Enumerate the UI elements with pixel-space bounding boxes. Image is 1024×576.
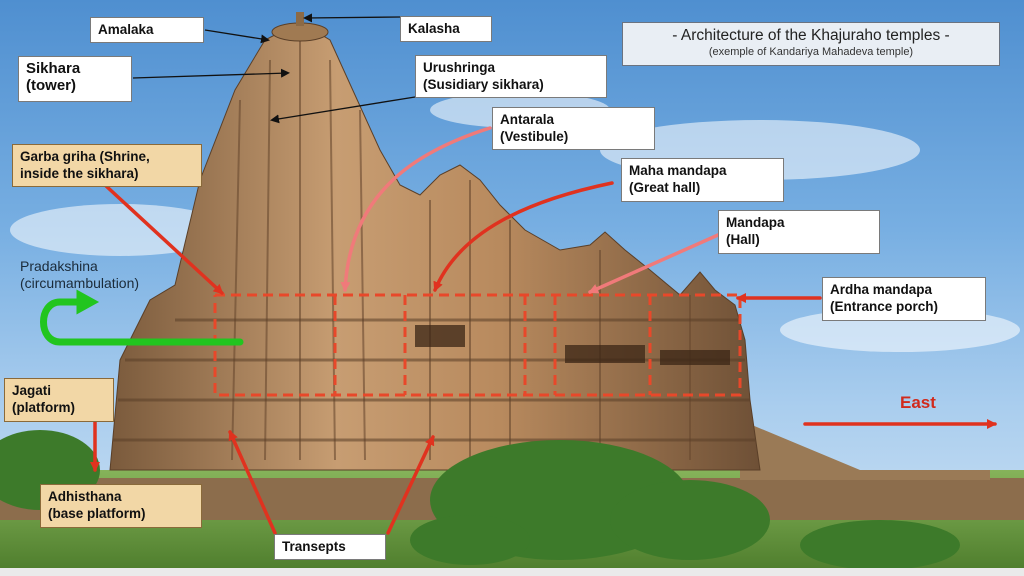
arrow-garba-griha bbox=[103, 183, 224, 295]
label-sikhara-sub: (tower) bbox=[26, 77, 76, 94]
label-ardha-mandapa-sub: (Entrance porch) bbox=[830, 299, 939, 314]
label-urushringa: Urushringa (Susidiary sikhara) bbox=[415, 55, 607, 98]
leader-lines bbox=[132, 13, 416, 124]
arrow-mandapa bbox=[588, 233, 720, 294]
label-amalaka-text: Amalaka bbox=[98, 22, 154, 37]
label-pradakshina: Pradakshina (circumambulation) bbox=[20, 258, 139, 292]
temple bbox=[109, 12, 761, 471]
label-adhisthana-sub: (base platform) bbox=[48, 506, 146, 521]
label-pradakshina-text: Pradakshina bbox=[20, 258, 98, 274]
label-transepts-text: Transepts bbox=[282, 539, 346, 554]
pointer-arrows bbox=[90, 126, 997, 535]
pradakshina-arrow bbox=[40, 289, 244, 346]
arrow-transept-right bbox=[386, 435, 435, 535]
label-antarala: Antarala (Vestibule) bbox=[492, 107, 655, 150]
arrow-antarala bbox=[340, 126, 492, 292]
label-urushringa-sub: (Susidiary sikhara) bbox=[423, 77, 544, 92]
label-garba-griha: Garba griha (Shrine, inside the sikhara) bbox=[12, 144, 202, 187]
label-mandapa-text: Mandapa bbox=[726, 215, 785, 230]
title-box: - Architecture of the Khajuraho temples … bbox=[622, 22, 1000, 66]
plan-outline bbox=[213, 293, 742, 397]
label-maha-mandapa: Maha mandapa (Great hall) bbox=[621, 158, 784, 202]
label-garba-griha-text: Garba griha (Shrine, bbox=[20, 149, 150, 164]
label-antarala-text: Antarala bbox=[500, 112, 555, 127]
label-maha-mandapa-text: Maha mandapa bbox=[629, 163, 727, 178]
label-antarala-sub: (Vestibule) bbox=[500, 129, 569, 144]
label-sikhara-text: Sikhara bbox=[26, 60, 81, 77]
label-kalasha: Kalasha bbox=[400, 16, 492, 42]
label-sikhara: Sikhara (tower) bbox=[18, 56, 132, 102]
arrow-maha-mandapa bbox=[433, 181, 614, 292]
bottom-strip bbox=[0, 568, 1024, 576]
arrow-transept-left bbox=[228, 430, 277, 535]
label-ardha-mandapa: Ardha mandapa (Entrance porch) bbox=[822, 277, 986, 321]
steps bbox=[740, 420, 990, 480]
label-east: East bbox=[900, 393, 936, 412]
label-maha-mandapa-sub: (Great hall) bbox=[629, 180, 701, 195]
label-jagati: Jagati (platform) bbox=[4, 378, 114, 422]
label-kalasha-text: Kalasha bbox=[408, 21, 460, 36]
label-urushringa-text: Urushringa bbox=[423, 60, 496, 75]
label-transepts: Transepts bbox=[274, 534, 386, 560]
label-amalaka: Amalaka bbox=[90, 17, 204, 43]
label-jagati-text: Jagati bbox=[12, 383, 52, 398]
label-ardha-mandapa-text: Ardha mandapa bbox=[830, 282, 933, 297]
label-garba-griha-sub: inside the sikhara) bbox=[20, 166, 139, 181]
label-mandapa-sub: (Hall) bbox=[726, 232, 760, 247]
label-jagati-sub: (platform) bbox=[12, 400, 75, 415]
label-pradakshina-sub: (circumambulation) bbox=[20, 275, 140, 291]
label-mandapa: Mandapa (Hall) bbox=[718, 210, 880, 254]
diagram-subtitle: (exemple of Kandariya Mahadeva temple) bbox=[708, 46, 914, 58]
label-adhisthana: Adhisthana (base platform) bbox=[40, 484, 202, 528]
diagram-title: - Architecture of the Khajuraho temples … bbox=[672, 27, 950, 44]
label-adhisthana-text: Adhisthana bbox=[48, 489, 122, 504]
